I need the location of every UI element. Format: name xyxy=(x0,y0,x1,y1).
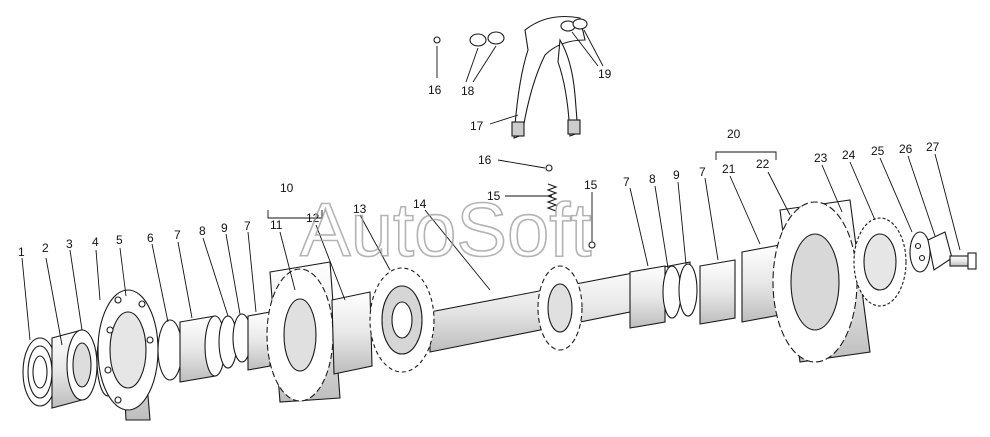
part-11-gear xyxy=(266,261,341,403)
part-19-nuts xyxy=(560,18,588,32)
label-1: 1 xyxy=(18,245,25,259)
label-8b: 8 xyxy=(649,172,656,186)
part-26-washer xyxy=(927,231,953,271)
part-1-seal xyxy=(22,337,58,407)
label-10: 10 xyxy=(280,181,294,195)
label-19: 19 xyxy=(598,67,612,81)
label-12: 12 xyxy=(306,211,320,225)
label-23: 23 xyxy=(814,151,828,165)
label-4: 4 xyxy=(92,235,99,249)
part-22-23-large-gear xyxy=(772,199,871,363)
part-17-shift-fork xyxy=(511,15,586,139)
part-16-ball xyxy=(433,36,441,44)
label-26: 26 xyxy=(899,142,913,156)
label-15a: 15 xyxy=(487,189,501,203)
shaft-gear xyxy=(537,265,583,351)
label-11: 11 xyxy=(270,218,283,232)
label-7d: 7 xyxy=(699,165,706,179)
part-7-sleeve-c xyxy=(629,265,666,329)
part-12-hub xyxy=(331,291,373,375)
label-2: 2 xyxy=(42,241,49,255)
label-17: 17 xyxy=(470,119,484,133)
part-6-ring xyxy=(157,319,183,381)
part-27-bolt xyxy=(949,252,977,270)
label-13: 13 xyxy=(353,202,367,216)
part-16-ball-b xyxy=(545,164,553,172)
label-20: 20 xyxy=(727,127,741,141)
part-15-spring xyxy=(546,183,558,212)
label-21: 21 xyxy=(722,162,736,176)
label-24: 24 xyxy=(842,148,856,162)
part-18-nuts xyxy=(469,31,505,47)
label-16a: 16 xyxy=(428,83,442,97)
label-7b: 7 xyxy=(244,219,251,233)
label-6: 6 xyxy=(147,231,154,245)
label-8a: 8 xyxy=(199,224,206,238)
part-7-sleeve xyxy=(179,315,226,383)
leader-lines xyxy=(21,29,961,346)
watermark-text: AutoSoft xyxy=(300,188,592,273)
label-7c: 7 xyxy=(623,175,630,189)
label-15b: 15 xyxy=(584,178,598,192)
part-9-ring-b xyxy=(678,263,698,317)
part-4-5-housing xyxy=(97,289,159,421)
label-7a: 7 xyxy=(174,228,181,242)
part-25-plate xyxy=(909,231,931,273)
label-9b: 9 xyxy=(673,168,680,182)
part-labels: 1 2 3 4 5 6 7 8 9 7 10 11 12 13 14 15 15… xyxy=(18,67,940,259)
label-18: 18 xyxy=(461,84,475,98)
label-3: 3 xyxy=(66,237,73,251)
part-24-ring xyxy=(853,217,907,307)
part-7-sleeve-d xyxy=(699,259,736,325)
part-2-bearing xyxy=(51,329,98,409)
part-8-ring-b xyxy=(662,265,682,319)
label-25: 25 xyxy=(871,144,885,158)
label-16b: 16 xyxy=(478,153,492,167)
label-14: 14 xyxy=(413,197,427,211)
part-7-sleeve-b xyxy=(247,311,271,371)
label-9a: 9 xyxy=(221,221,228,235)
label-22: 22 xyxy=(756,157,770,171)
part-13-gear xyxy=(369,267,435,373)
label-27: 27 xyxy=(926,140,940,154)
label-5: 5 xyxy=(116,233,123,247)
